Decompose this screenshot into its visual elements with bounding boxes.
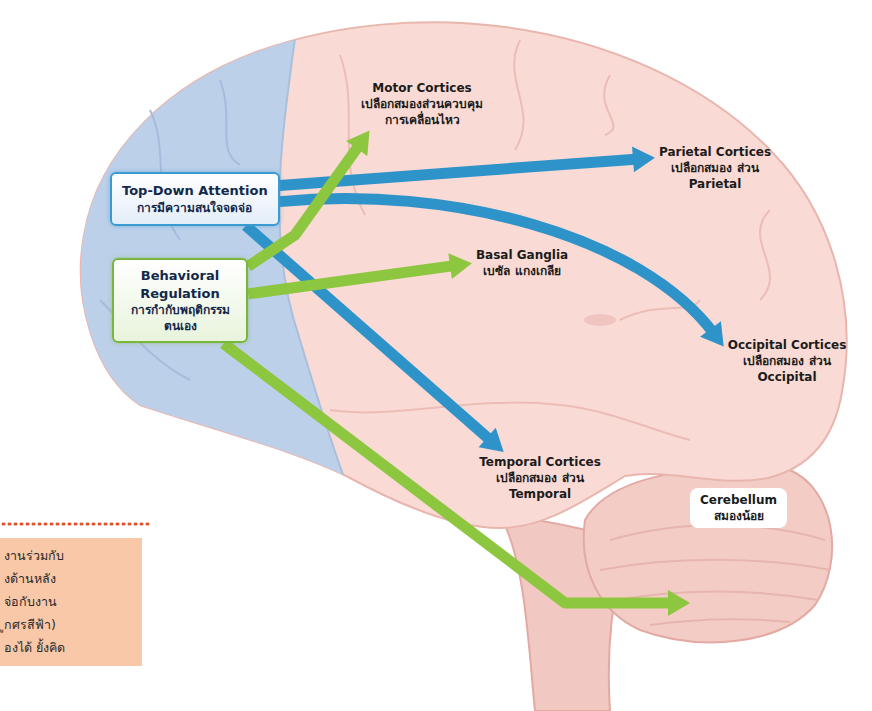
- cortex-fold: [514, 40, 523, 150]
- node-heading: Cerebellum: [700, 492, 777, 508]
- node-heading: Temporal Cortices: [479, 454, 601, 470]
- dotted-rule: [3, 523, 148, 526]
- region-label: Cerebellumสมองน้อย: [690, 488, 820, 618]
- function-box: Behavioral Regulationการกำกับพฤติกรรม ตน…: [112, 258, 248, 343]
- arrow-connector: [248, 253, 472, 294]
- node-subtext: การมีความสนใจจดจ่อ: [122, 200, 268, 216]
- note-text: ูกศรสีฟ้า): [4, 617, 56, 632]
- cerebellum-shape: [584, 468, 832, 643]
- arrowhead: [668, 590, 690, 616]
- node-subtext: เบซัล แกงเกลีย: [476, 263, 568, 279]
- arrow-shaft: [224, 344, 675, 604]
- frontal-fold: [220, 80, 240, 165]
- arrowhead: [479, 428, 504, 452]
- function-box: Top-Down Attentionการมีความสนใจจดจ่อ: [110, 172, 280, 226]
- region-label: Basal Gangliaเบซัล แกงเกลีย: [472, 245, 572, 281]
- node-heading: Motor Cortices: [351, 80, 493, 96]
- node-subtext: เปลือกสมอง ส่วน Temporal: [492, 470, 588, 502]
- arrow-shaft: [246, 226, 492, 442]
- arrowhead: [700, 321, 724, 346]
- arrow-connector: [280, 198, 724, 346]
- node-subtext: เปลือกสมอง ส่วน Parietal: [667, 160, 763, 192]
- region-label: Parietal Corticesเปลือกสมอง ส่วน Parieta…: [655, 142, 775, 195]
- note-box: [0, 538, 142, 666]
- cerebellum-fold: [600, 560, 830, 570]
- node-subtext: เปลือกสมอง ส่วน Occipital: [739, 353, 835, 385]
- arrowhead: [448, 253, 472, 279]
- node-heading: Basal Ganglia: [476, 247, 568, 263]
- cerebellum-fold: [650, 619, 790, 625]
- node-subtext: สมองน้อย: [700, 508, 777, 524]
- thalamus-shade: [584, 314, 616, 326]
- cortex-fold: [760, 210, 770, 300]
- arrow-connector: [224, 344, 691, 617]
- region-label: Occipital Corticesเปลือกสมอง ส่วน Occipi…: [724, 335, 851, 388]
- note-text: จ่อกับงาน: [4, 594, 57, 609]
- arrowhead: [632, 146, 655, 172]
- region-label: Motor Corticesเปลือกสมองส่วนควบคุม การเค…: [347, 78, 497, 131]
- arrow-shaft: [248, 265, 456, 294]
- arrowhead: [346, 131, 369, 156]
- note-text: งานร่วมกับ: [4, 548, 64, 563]
- region-label: Temporal Corticesเปลือกสมอง ส่วน Tempora…: [475, 452, 605, 505]
- note-text: องได้ ยั้งคิด: [4, 640, 65, 655]
- arrow-connector: [246, 226, 504, 452]
- note-text: งด้านหลัง: [4, 571, 56, 586]
- node-heading: Occipital Cortices: [728, 337, 847, 353]
- lateral-sulcus: [330, 403, 690, 440]
- node-heading: Parietal Cortices: [659, 144, 771, 160]
- node-subtext: เปลือกสมองส่วนควบคุม การเคลื่อนไหว: [351, 96, 493, 128]
- node-subtext: การกำกับพฤติกรรม ตนเอง: [120, 302, 240, 334]
- label-patch: Cerebellumสมองน้อย: [690, 488, 787, 528]
- node-heading: Top-Down Attention: [122, 182, 268, 200]
- cortex-fold: [604, 75, 613, 135]
- node-heading: Behavioral Regulation: [120, 267, 240, 302]
